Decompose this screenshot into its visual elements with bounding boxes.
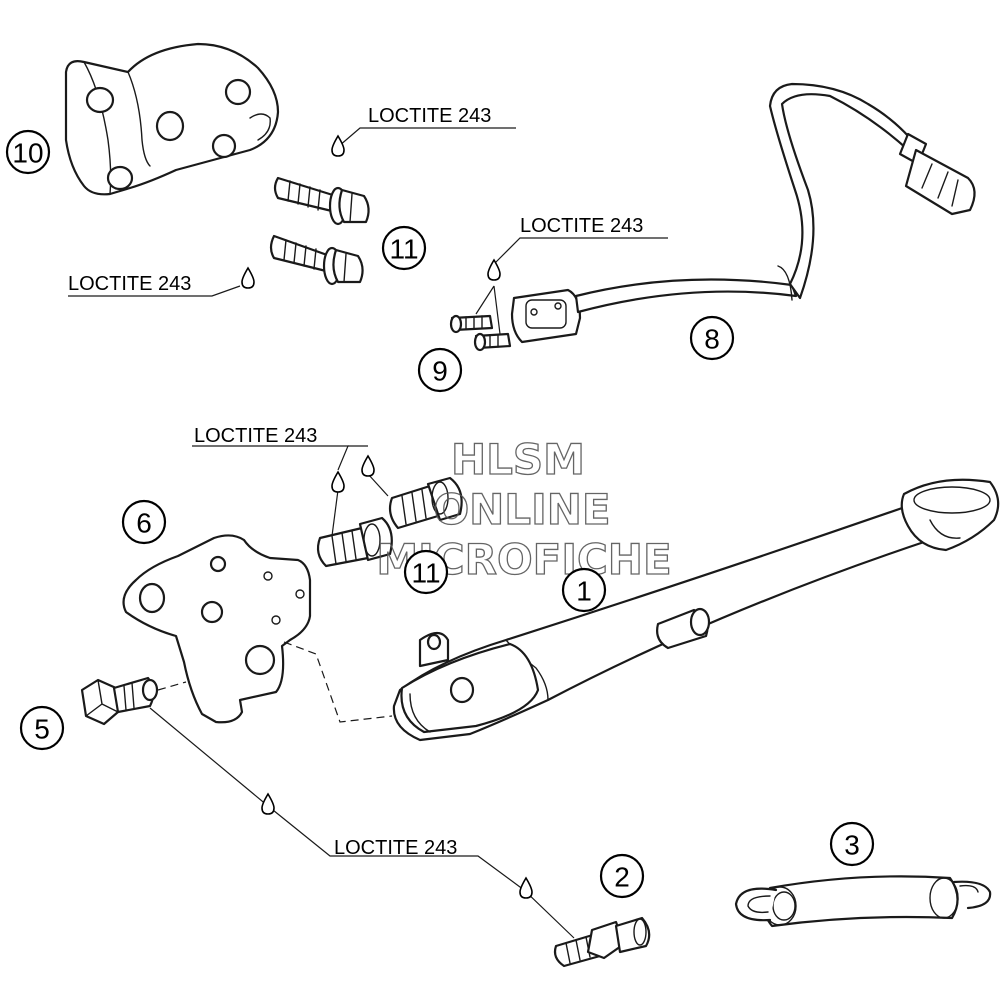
- callout-6-number: 6: [136, 508, 152, 539]
- screw-part-9-a: [449, 314, 494, 334]
- callout-11-upper-number: 11: [389, 234, 418, 265]
- mounting-plate-part-6: [122, 534, 312, 724]
- callout-2: 2: [599, 853, 645, 899]
- screw-part-9-b: [473, 332, 512, 352]
- callout-6: 6: [121, 499, 167, 545]
- watermark-line-2: ONLINE: [433, 485, 610, 534]
- sidestand-switch-part-8: [510, 82, 976, 344]
- spring-part-3: [734, 875, 992, 928]
- bolt-part-11-upper: [273, 176, 370, 226]
- callout-8-number: 8: [704, 324, 720, 355]
- bolt-part-11-lower: [269, 234, 364, 286]
- callout-5-number: 5: [34, 714, 50, 745]
- bracket-part-10: [64, 42, 280, 196]
- leader-lines: [68, 127, 668, 939]
- pivot-bolt-part-5: [80, 676, 159, 726]
- callout-3: 3: [829, 821, 875, 867]
- callout-10: 10: [5, 129, 51, 175]
- callout-5: 5: [19, 705, 65, 751]
- callout-10-number: 10: [12, 138, 43, 169]
- loctite-drop-icon: [241, 266, 255, 289]
- callout-1-number: 1: [576, 576, 592, 607]
- callout-2-number: 2: [614, 862, 630, 893]
- loctite-drop-icon: [487, 258, 501, 281]
- stop-bolt-part-2: [553, 916, 651, 968]
- loctite-note-part-9: LOCTITE 243: [520, 215, 643, 237]
- loctite-drop-icon: [331, 470, 345, 493]
- loctite-note-part-2-5: LOCTITE 243: [334, 837, 457, 859]
- callout-1: 1: [561, 567, 607, 613]
- watermark-line-1: HLSM: [451, 435, 585, 484]
- callout-9: 9: [417, 347, 463, 393]
- callout-3-number: 3: [844, 830, 860, 861]
- callout-8: 8: [689, 315, 735, 361]
- loctite-note-part-11-upper: LOCTITE 243: [368, 105, 491, 127]
- loctite-drops: [241, 134, 533, 899]
- bolt-part-11-mid-upper: [388, 476, 463, 530]
- loctite-drop-icon: [361, 454, 375, 477]
- bolt-part-11-mid-lower: [316, 516, 393, 568]
- loctite-note-part-11-lower: LOCTITE 243: [68, 273, 191, 295]
- callout-11-mid: 11: [403, 549, 449, 595]
- callout-11-mid-number: 11: [411, 558, 440, 589]
- callout-11-upper: 11: [381, 225, 427, 271]
- loctite-drop-icon: [331, 134, 345, 157]
- sidestand-part-1: [392, 478, 1000, 742]
- callout-9-number: 9: [432, 356, 448, 387]
- loctite-drop-icon: [261, 792, 275, 815]
- loctite-note-part-11-mid: LOCTITE 243: [194, 425, 317, 447]
- loctite-drop-icon: [519, 876, 533, 899]
